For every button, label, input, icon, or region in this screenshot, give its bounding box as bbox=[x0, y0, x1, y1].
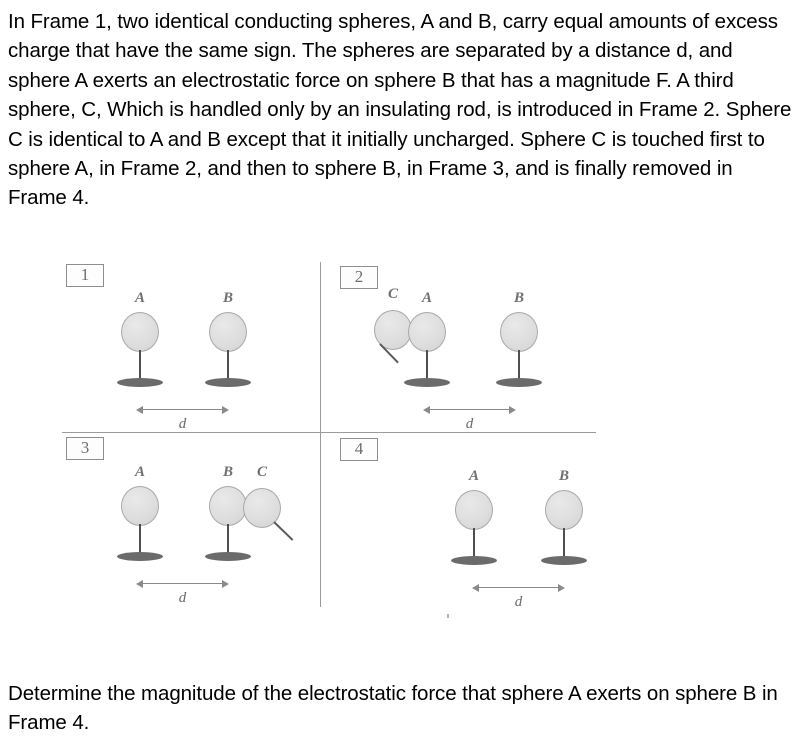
problem-intro-text: In Frame 1, two identical conducting sph… bbox=[8, 10, 792, 210]
frame-2-distance-label: d bbox=[465, 416, 474, 432]
arrow-line bbox=[427, 409, 512, 411]
arrow-head-left-icon bbox=[136, 405, 143, 414]
arrow-line bbox=[140, 409, 225, 411]
frame-2-number: 2 bbox=[354, 267, 364, 286]
frame-2-sphere-c-label: C bbox=[387, 286, 398, 302]
frame-4-sphere-a-label: A bbox=[468, 468, 479, 484]
frame-4-sphere-b bbox=[545, 490, 583, 530]
problem-question-text: Determine the magnitude of the electrost… bbox=[8, 682, 778, 735]
frame-1-sphere-a bbox=[121, 312, 159, 352]
vertical-divider bbox=[320, 262, 322, 607]
frame-3-distance-arrow: d bbox=[136, 578, 229, 606]
four-frame-diagram: 1 A B d 2 C bbox=[0, 256, 800, 626]
frame-2-sphere-b-label: B bbox=[513, 290, 524, 306]
frame-4-number: 4 bbox=[354, 439, 364, 458]
frame-4-sphere-b-label: B bbox=[558, 468, 569, 484]
frame-3-sphere-b-base bbox=[205, 552, 251, 561]
frame-2-sphere-a-label: A bbox=[421, 290, 432, 306]
frame-4-sphere-b-base bbox=[541, 556, 587, 565]
frame-3-sphere-a-stem bbox=[138, 524, 141, 556]
frame-2-number-box: 2 bbox=[340, 266, 378, 289]
frame-4-sphere-a-base bbox=[451, 556, 497, 565]
frame-3-sphere-b bbox=[209, 486, 247, 526]
arrow-head-right-icon bbox=[509, 405, 516, 414]
frame-1-sphere-b-base bbox=[205, 378, 251, 387]
frame-3-sphere-b-stem bbox=[226, 524, 229, 556]
frame-3-number: 3 bbox=[80, 438, 90, 457]
frame-1-sphere-b bbox=[209, 312, 247, 352]
arrow-line bbox=[140, 583, 225, 585]
frame-2-sphere-a bbox=[408, 312, 446, 352]
frame-2-sphere-a-stem bbox=[425, 350, 428, 382]
frame-1-number-box: 1 bbox=[66, 264, 104, 287]
frame-2-sphere-b-base bbox=[496, 378, 542, 387]
frame-3-insulating-rod bbox=[273, 521, 294, 541]
frame-3-sphere-a-base bbox=[117, 552, 163, 561]
frame-1-sphere-a-label: A bbox=[134, 290, 145, 306]
frame-2-sphere-b bbox=[500, 312, 538, 352]
frame-1-sphere-a-base bbox=[117, 378, 163, 387]
frame-4-distance-label: d bbox=[514, 594, 523, 610]
frame-3-sphere-a bbox=[121, 486, 159, 526]
frame-3-sphere-b-label: B bbox=[222, 464, 233, 480]
frame-1-distance-label: d bbox=[178, 416, 187, 432]
arrow-head-left-icon bbox=[136, 579, 143, 588]
frame-1-sphere-a-stem bbox=[138, 350, 141, 382]
arrow-head-left-icon bbox=[423, 405, 430, 414]
frame-2: 2 C A B d bbox=[320, 256, 670, 432]
frame-1: 1 A B d bbox=[0, 256, 320, 432]
horizontal-divider bbox=[62, 432, 596, 434]
frame-1-number: 1 bbox=[80, 265, 90, 284]
frame-2-sphere-a-base bbox=[404, 378, 450, 387]
frame-3-distance-label: d bbox=[178, 590, 187, 606]
frame-3-number-box: 3 bbox=[66, 437, 104, 460]
frame-4-sphere-b-stem bbox=[562, 528, 565, 560]
frame-3-sphere-c-label: C bbox=[256, 464, 267, 480]
frame-2-sphere-b-stem bbox=[517, 350, 520, 382]
frame-4-sphere-a-stem bbox=[472, 528, 475, 560]
frame-2-distance-arrow: d bbox=[423, 404, 516, 432]
frame-4-number-box: 4 bbox=[340, 438, 378, 461]
arrow-head-right-icon bbox=[222, 405, 229, 414]
arrow-head-left-icon bbox=[472, 583, 479, 592]
arrow-line bbox=[476, 587, 561, 589]
scan-speck bbox=[447, 614, 449, 618]
frame-4-distance-arrow: d bbox=[472, 582, 565, 610]
frame-4: 4 A B d bbox=[320, 432, 670, 622]
arrow-head-right-icon bbox=[222, 579, 229, 588]
frame-1-sphere-b-stem bbox=[226, 350, 229, 382]
frame-3-sphere-a-label: A bbox=[134, 464, 145, 480]
frame-1-distance-arrow: d bbox=[136, 404, 229, 432]
frame-1-sphere-b-label: B bbox=[222, 290, 233, 306]
arrow-head-right-icon bbox=[558, 583, 565, 592]
frame-3: 3 A B C d bbox=[0, 432, 320, 622]
frame-4-sphere-a bbox=[455, 490, 493, 530]
